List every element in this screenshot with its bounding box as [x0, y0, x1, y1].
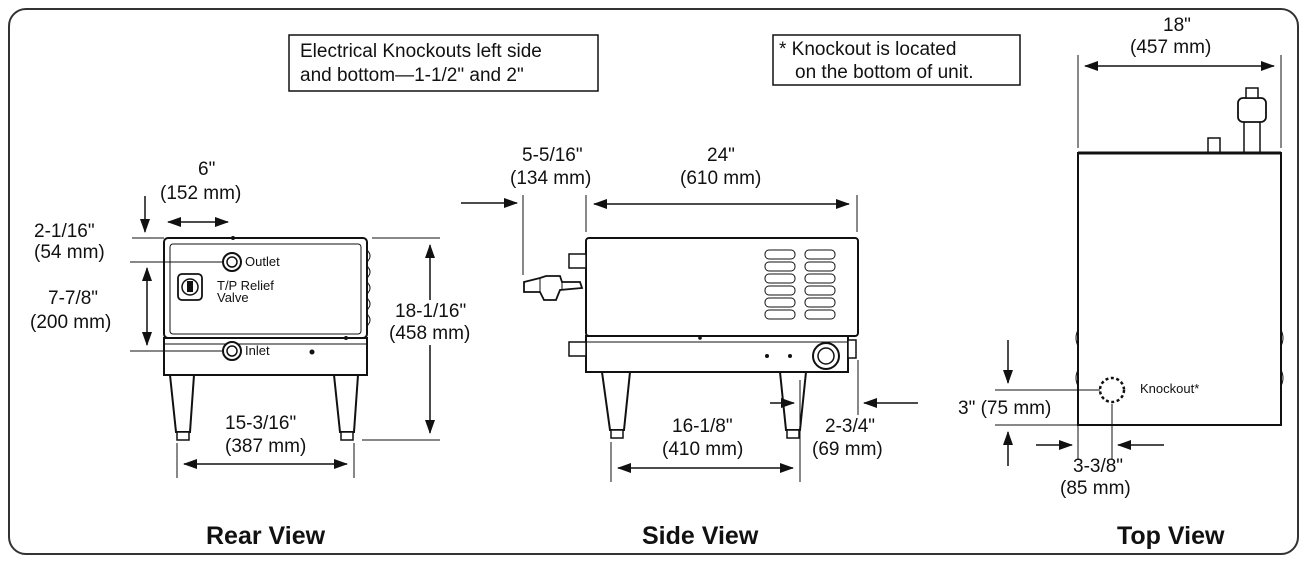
rear-outlet_inlet-0-label: 7-7/8": [48, 288, 98, 309]
top-cabinet: [1077, 152, 1282, 426]
top-width-1-label: (457 mm): [1130, 37, 1211, 58]
rear-view-title: Rear View: [206, 522, 326, 550]
rear-top_offset-0-label: 2-1/16": [34, 221, 95, 242]
rear-width_top-1-label: (152 mm): [160, 183, 241, 204]
side-length-1-label: (610 mm): [680, 168, 761, 189]
top-view-title: Top View: [1117, 522, 1225, 550]
knockout-location-note: * Knockout is located on the bottom of u…: [772, 34, 1021, 86]
notes-knockout-0-label: * Knockout is located: [779, 39, 956, 60]
rear-outlet_inlet-1-label: (200 mm): [30, 312, 111, 333]
rear-relief-0-label: T/P Relief: [217, 278, 274, 293]
inlet-port: [222, 341, 242, 361]
side-control-knob: [812, 342, 840, 370]
side-valve_depth-0-label: 5-5/16": [522, 145, 583, 166]
rear-relief-1-label: Valve: [217, 290, 249, 305]
notes-electrical-0-label: Electrical Knockouts left side: [300, 41, 542, 62]
side-leg_span-1-label: (410 mm): [662, 439, 743, 460]
top-fittings: [1207, 87, 1267, 154]
top-knockout_x-0-label: 3-3/8": [1073, 456, 1123, 477]
top-knockout_y-label: 3" (75 mm): [958, 398, 1051, 419]
knockout-icon: [1098, 376, 1126, 404]
top-width-0-label: 18": [1163, 15, 1191, 36]
side-fittings: [568, 253, 587, 357]
side-rear_offset-1-label: (69 mm): [812, 439, 883, 460]
side-leg_span-0-label: 16-1/8": [672, 416, 733, 437]
side-cabinet: [585, 237, 859, 337]
rear-outlet-label: Outlet: [245, 254, 280, 269]
rear-height-0-label: 18-1/16": [395, 301, 466, 322]
side-relief-valve-icon: [523, 275, 584, 301]
side-base: [585, 335, 849, 373]
rear-inlet-label: Inlet: [245, 343, 270, 358]
rear-leg_span-0-label: 15-3/16": [225, 413, 296, 434]
drawing-frame: [8, 8, 1299, 555]
electrical-knockouts-note: Electrical Knockouts left side and botto…: [288, 34, 599, 92]
side-view-title: Side View: [642, 522, 759, 550]
rear-leg_span-1-label: (387 mm): [225, 436, 306, 457]
side-view: 5-5/16" (134 mm) 24" (610 mm) 16-1/8" (4…: [461, 145, 918, 550]
side-valve_depth-1-label: (134 mm): [510, 168, 591, 189]
rear-view: Outlet T/P Relief Valve Inlet 6" (152 mm…: [30, 159, 470, 550]
side-vents: [764, 249, 836, 320]
rear-height-1-label: (458 mm): [389, 323, 470, 344]
rear-side-ribs: [366, 249, 371, 327]
rear-top_offset-1-label: (54 mm): [34, 242, 105, 263]
outlet-port: [222, 252, 242, 272]
side-rear_offset-0-label: 2-3/4": [825, 416, 875, 437]
notes-knockout-1-label: on the bottom of unit.: [795, 62, 974, 83]
top-knockout_x-1-label: (85 mm): [1060, 478, 1131, 499]
top-view: Knockout* 18" (457 mm) 3" (75 mm) 3-3/8"…: [958, 15, 1284, 550]
notes-electrical-1-label: and bottom—1-1/2" and 2": [300, 65, 524, 86]
relief-valve-icon: [177, 273, 203, 301]
top-knockout-label: Knockout*: [1140, 381, 1199, 396]
rear-width_top-0-label: 6": [198, 159, 215, 180]
side-length-0-label: 24": [707, 145, 735, 166]
